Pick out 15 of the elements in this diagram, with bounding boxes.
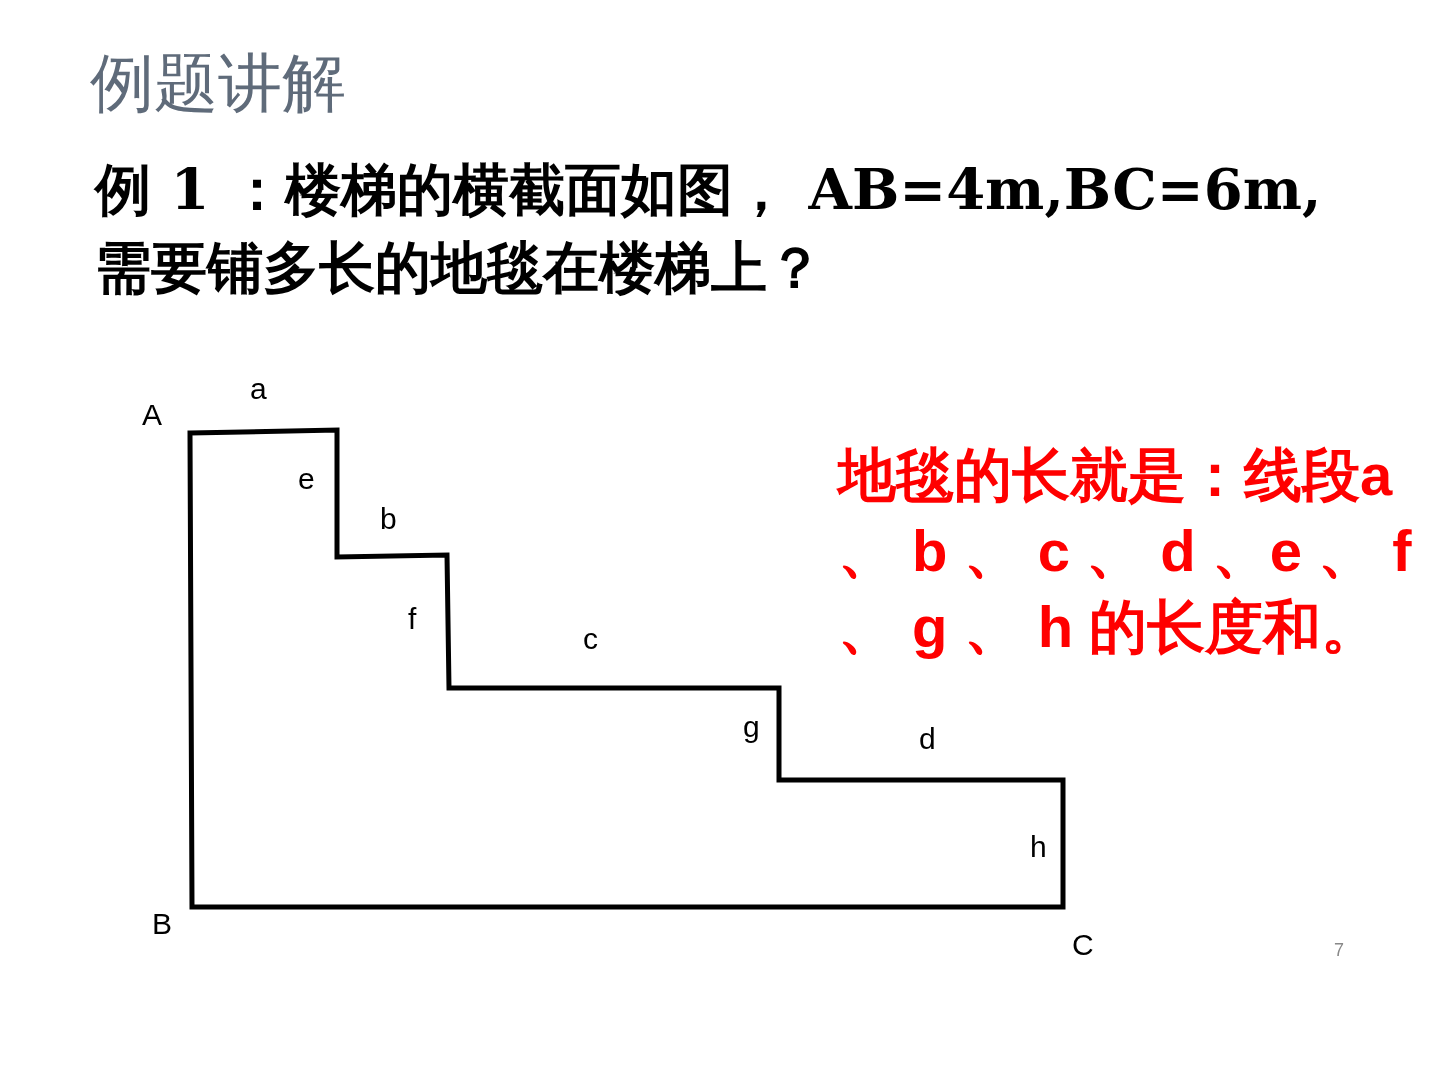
page-number: 7 (1334, 940, 1344, 961)
segment-label: a (250, 372, 267, 406)
segment-label: h (1030, 830, 1047, 864)
segment-label: b (380, 502, 397, 536)
segment-label: d (919, 722, 936, 756)
answer-note: 地毯的长就是：线段a 、 b 、 c 、 d 、e 、 f 、 g 、 h 的长度和。 (838, 441, 1413, 661)
slide-title: 例题讲解 (90, 45, 346, 122)
segment-label: g (743, 710, 760, 744)
problem-text: 例 1 ：楼梯的横截面如图， AB=4m,BC=6m,需要铺多长的地毯在楼梯上？ (95, 155, 1323, 302)
point-label: C (1072, 928, 1094, 962)
segment-label: e (298, 462, 315, 496)
segment-label: f (408, 602, 417, 636)
point-label: A (142, 398, 162, 432)
segment-label: c (583, 622, 598, 656)
point-label: B (152, 907, 172, 941)
